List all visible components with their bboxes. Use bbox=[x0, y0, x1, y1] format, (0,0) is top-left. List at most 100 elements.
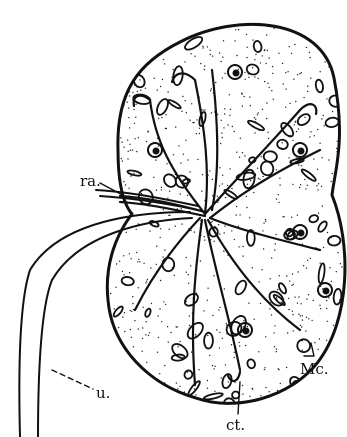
stipple-dot bbox=[173, 154, 174, 155]
stipple-dot bbox=[187, 195, 188, 196]
stipple-dot bbox=[232, 126, 233, 127]
label-mc: Mc. bbox=[300, 360, 329, 378]
tubule-loop bbox=[263, 151, 277, 162]
stipple-dot bbox=[137, 91, 138, 92]
stipple-dot bbox=[278, 53, 279, 54]
stipple-dot bbox=[104, 137, 105, 138]
stipple-dot bbox=[257, 168, 258, 169]
stipple-dot bbox=[129, 272, 130, 273]
tubule-loop bbox=[318, 263, 326, 284]
stipple-dot bbox=[182, 30, 183, 31]
stipple-dot bbox=[125, 26, 126, 27]
stipple-dot bbox=[207, 46, 208, 47]
stipple-dot bbox=[133, 173, 134, 174]
stipple-dot bbox=[165, 304, 166, 305]
stipple-dot bbox=[265, 63, 266, 64]
tubule-loop bbox=[204, 333, 213, 349]
stipple-dot bbox=[161, 189, 162, 190]
stipple-dot bbox=[214, 366, 215, 367]
stipple-dot bbox=[326, 98, 327, 99]
stipple-dot bbox=[272, 73, 273, 74]
stipple-dot bbox=[185, 100, 186, 101]
stipple-dot bbox=[191, 351, 192, 352]
stipple-dot bbox=[140, 415, 141, 416]
stipple-dot bbox=[341, 266, 342, 267]
stipple-dot bbox=[158, 379, 159, 380]
stipple-dot bbox=[296, 131, 297, 132]
stipple-dot bbox=[278, 202, 279, 203]
stipple-dot bbox=[163, 209, 164, 210]
stipple-dot bbox=[224, 225, 225, 226]
stipple-dot bbox=[256, 416, 257, 417]
stipple-dot bbox=[243, 320, 244, 321]
stipple-dot bbox=[341, 119, 342, 120]
stipple-dot bbox=[109, 96, 110, 97]
stipple-dot bbox=[306, 298, 307, 299]
stipple-dot bbox=[146, 321, 147, 322]
stipple-dot bbox=[309, 52, 310, 53]
stipple-dot bbox=[127, 158, 128, 159]
tubule-loop bbox=[172, 66, 184, 86]
stipple-dot bbox=[118, 63, 119, 64]
stipple-dot bbox=[291, 217, 292, 218]
stipple-dot bbox=[259, 179, 260, 180]
stipple-dot bbox=[277, 414, 278, 415]
stipple-dot bbox=[255, 54, 256, 55]
stipple-dot bbox=[106, 212, 107, 213]
stipple-dot bbox=[293, 79, 294, 80]
stipple-dot bbox=[114, 375, 115, 376]
stipple-dot bbox=[102, 155, 103, 156]
stipple-dot bbox=[110, 140, 111, 141]
stipple-dot bbox=[242, 393, 243, 394]
stipple-dot bbox=[154, 78, 155, 79]
stipple-dot bbox=[163, 301, 164, 302]
stipple-dot bbox=[133, 346, 134, 347]
stipple-dot bbox=[270, 278, 271, 279]
stipple-dot bbox=[122, 271, 123, 272]
stipple-dot bbox=[189, 171, 190, 172]
stipple-dot bbox=[114, 122, 115, 123]
stipple-dot bbox=[337, 252, 338, 253]
stipple-dot bbox=[122, 160, 123, 161]
stipple-dot bbox=[146, 393, 147, 394]
stipple-dot bbox=[166, 42, 167, 43]
stipple-dot bbox=[184, 61, 185, 62]
stipple-dot bbox=[255, 119, 256, 120]
stipple-dot bbox=[276, 198, 277, 199]
stipple-dot bbox=[246, 405, 247, 406]
stipple-dot bbox=[141, 21, 142, 22]
stipple-dot bbox=[288, 157, 289, 158]
stipple-dot bbox=[294, 44, 295, 45]
stipple-dot bbox=[203, 47, 204, 48]
stipple-dot bbox=[267, 50, 268, 51]
stipple-dot bbox=[300, 325, 301, 326]
stipple-dot bbox=[320, 71, 321, 72]
stipple-dot bbox=[285, 72, 286, 73]
stipple-dot bbox=[269, 398, 270, 399]
stipple-dot bbox=[176, 326, 177, 327]
stipple-dot bbox=[318, 183, 319, 184]
stipple-dot bbox=[293, 284, 294, 285]
stipple-dot bbox=[167, 326, 168, 327]
stipple-dot bbox=[163, 59, 164, 60]
stipple-dot bbox=[308, 294, 309, 295]
stipple-dot bbox=[210, 90, 211, 91]
stipple-dot bbox=[292, 184, 293, 185]
stipple-dot bbox=[180, 193, 181, 194]
stipple-dot bbox=[146, 405, 147, 406]
stipple-dot bbox=[247, 326, 248, 327]
stipple-dot bbox=[179, 386, 180, 387]
stipple-dot bbox=[204, 69, 205, 70]
stipple-dot bbox=[116, 69, 117, 70]
stipple-dot bbox=[164, 63, 165, 64]
stipple-dot bbox=[127, 102, 128, 103]
stipple-dot bbox=[310, 78, 311, 79]
stipple-dot bbox=[271, 314, 272, 315]
stipple-dot bbox=[246, 207, 247, 208]
stipple-dot bbox=[293, 387, 294, 388]
stipple-dot bbox=[199, 133, 200, 134]
stipple-dot bbox=[288, 413, 289, 414]
stipple-dot bbox=[128, 107, 129, 108]
stipple-dot bbox=[329, 402, 330, 403]
stipple-dot bbox=[236, 55, 237, 56]
